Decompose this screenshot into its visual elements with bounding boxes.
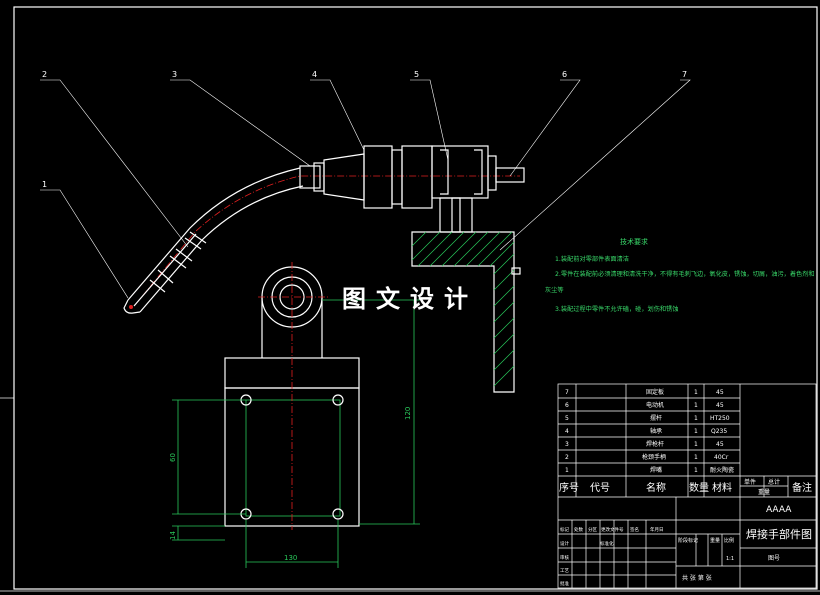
bom-no-7: 7 — [565, 389, 569, 396]
balloon-1: 1 — [42, 180, 47, 189]
bom-qty-5: 1 — [694, 415, 698, 422]
bom-no-6: 6 — [565, 402, 569, 409]
bom-name-4: 轴承 — [650, 427, 662, 435]
bom-qty-2: 1 — [694, 454, 698, 461]
leader-lines — [40, 79, 691, 299]
hdr-total-weight: 总计 — [768, 478, 780, 486]
hdr-no: 序号 — [559, 481, 579, 494]
bom-mat-1: 耐火陶瓷 — [710, 466, 734, 474]
bom-mat-4: Q235 — [711, 428, 727, 435]
lbl-design: 设计 — [560, 540, 569, 547]
bom-name-2: 枪颈手柄 — [642, 453, 666, 461]
fixed-plate-section — [411, 231, 521, 393]
balloon-5: 5 — [414, 70, 419, 79]
scale-value: 1:1 — [726, 556, 734, 562]
lbl-count: 处数 — [574, 526, 583, 533]
bom-mat-7: 45 — [716, 389, 724, 396]
bom-no-3: 3 — [565, 441, 569, 448]
hdr-qty: 数量 — [689, 481, 709, 494]
hdr-name: 名称 — [646, 481, 666, 494]
lbl-process: 工艺 — [560, 568, 569, 574]
stage-label: 阶段标记 — [678, 537, 698, 544]
bom-qty-7: 1 — [694, 389, 698, 396]
requirement-line-1: 1.装配前对零部件表面清洁 — [555, 255, 629, 263]
lbl-sign: 签名 — [630, 526, 639, 533]
change-labels: 标记 处数 分区 更改文件号 签名 年月日 设计 审核 工艺 批准 标准化 — [560, 526, 664, 587]
sheet-text: 共 张 第 张 — [682, 574, 712, 582]
watermark-text: 图文设计 — [342, 285, 478, 313]
bom-qty-6: 1 — [694, 402, 698, 409]
lbl-standard: 标准化 — [600, 540, 614, 547]
bom-qty-3: 1 — [694, 441, 698, 448]
sheet-border — [13, 6, 818, 590]
bom-name-3: 焊枪杆 — [646, 440, 664, 448]
hdr-weight: 重量 — [758, 488, 770, 496]
base-column — [224, 262, 360, 530]
balloon-4: 4 — [312, 70, 317, 79]
lbl-check: 审核 — [560, 554, 569, 561]
parts-list-grid — [557, 383, 817, 589]
hdr-code: 代号 — [590, 482, 610, 494]
dim-14: 14 — [169, 531, 177, 540]
bom-name-7: 固定板 — [646, 388, 664, 396]
dim-130: 130 — [284, 554, 297, 562]
drawing-title: 焊接手部件图 — [746, 527, 812, 541]
bom-name-6: 电动机 — [646, 401, 664, 409]
bom-no-5: 5 — [565, 415, 569, 422]
bom-rows: 7 固定板 1 45 6 电动机 1 45 5 摆杆 1 HT250 4 轴承 … — [565, 388, 734, 474]
weight-label: 重量 — [710, 537, 720, 544]
requirement-line-4: 3.装配过程中零件不允许磕，碰，划伤和锈蚀 — [555, 305, 678, 313]
bom-mat-3: 45 — [716, 441, 724, 448]
dimension-lines — [172, 299, 420, 568]
bom-no-1: 1 — [565, 467, 569, 474]
lbl-mark: 标记 — [560, 526, 569, 533]
bom-header: 序号 代号 名称 数量 材料 单件 总计 重量 备注 — [559, 478, 812, 496]
lbl-change-doc: 更改文件号 — [601, 526, 624, 533]
bom-qty-1: 1 — [694, 467, 698, 474]
balloon-2: 2 — [42, 70, 47, 79]
bom-no-2: 2 — [565, 454, 569, 461]
hdr-mat: 材料 — [712, 481, 732, 494]
bom-name-5: 摆杆 — [650, 414, 662, 422]
bom-no-4: 4 — [565, 428, 569, 435]
lbl-approve: 批准 — [560, 580, 569, 587]
bom-mat-5: HT250 — [710, 415, 730, 422]
bom-mat-2: 40Cr — [714, 454, 729, 461]
scale-label: 比例 — [724, 537, 734, 544]
hdr-note: 备注 — [792, 481, 812, 494]
bom-qty-4: 1 — [694, 428, 698, 435]
drawing-no-label: 图号 — [768, 555, 780, 562]
lbl-zone: 分区 — [588, 526, 597, 533]
company-name: AAAA — [766, 505, 792, 515]
requirement-line-2: 2.零件在装配前必须清理和清洗干净，不得有毛刺飞边，氧化皮，锈蚀，切屑，油污，着… — [555, 270, 815, 278]
bom-name-1: 焊嘴 — [650, 466, 662, 474]
bom-mat-6: 45 — [716, 402, 724, 409]
requirements-title: 技术要求 — [620, 237, 648, 246]
balloon-6: 6 — [562, 70, 567, 79]
dim-60: 60 — [169, 453, 177, 462]
hdr-unit-weight: 单件 — [744, 478, 756, 486]
requirement-line-3: 灰尘等 — [545, 286, 564, 294]
balloon-7: 7 — [682, 70, 687, 79]
lbl-date: 年月日 — [650, 526, 664, 533]
balloon-3: 3 — [172, 70, 177, 79]
dim-120: 120 — [404, 407, 412, 420]
